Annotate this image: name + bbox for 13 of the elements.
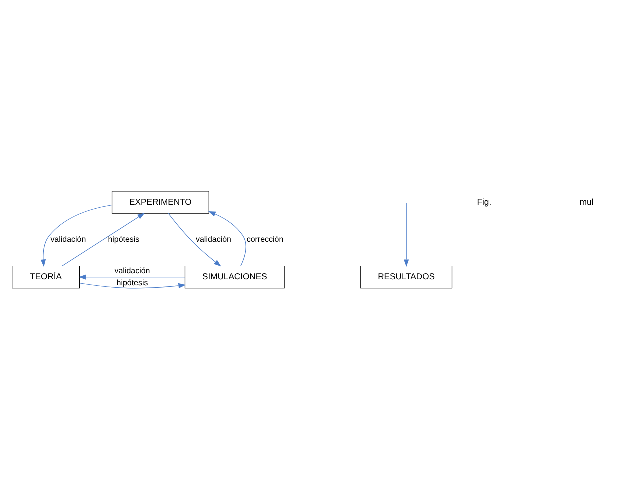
arrow [78,274,186,280]
node-box: RESULTADOS [360,265,453,288]
arrow [62,212,146,266]
arrow [168,212,222,266]
arrow [40,204,112,267]
node-box: TEORÍA [12,265,80,288]
node-box: SIMULACIONES [184,265,285,288]
node-box: EXPERIMENTO [112,190,210,214]
arrow [208,210,246,266]
label: mul [580,196,594,206]
arrow [404,202,410,267]
label: Fig. [477,196,492,206]
arrow [80,282,186,288]
